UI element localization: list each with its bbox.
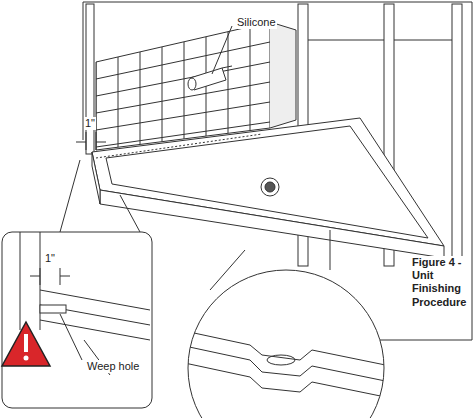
leader-line bbox=[60, 160, 80, 232]
silicone-tube bbox=[188, 66, 232, 90]
leader-line bbox=[120, 195, 140, 232]
warning-symbol bbox=[2, 322, 50, 366]
detail-inset bbox=[2, 232, 152, 408]
leader-line bbox=[212, 26, 232, 74]
wall-studs bbox=[86, 4, 462, 266]
callout-label: Silicone bbox=[236, 16, 277, 29]
callout-label: Weep hole bbox=[86, 360, 140, 373]
dimension-label: 1" bbox=[84, 117, 96, 130]
dimension-marks bbox=[76, 132, 106, 150]
dimension-label: 1" bbox=[44, 252, 56, 265]
figure-caption: Figure 4 - Unit Finishing Procedure bbox=[412, 256, 470, 309]
weep-hole-detail bbox=[180, 270, 400, 418]
leader-line bbox=[330, 230, 331, 270]
